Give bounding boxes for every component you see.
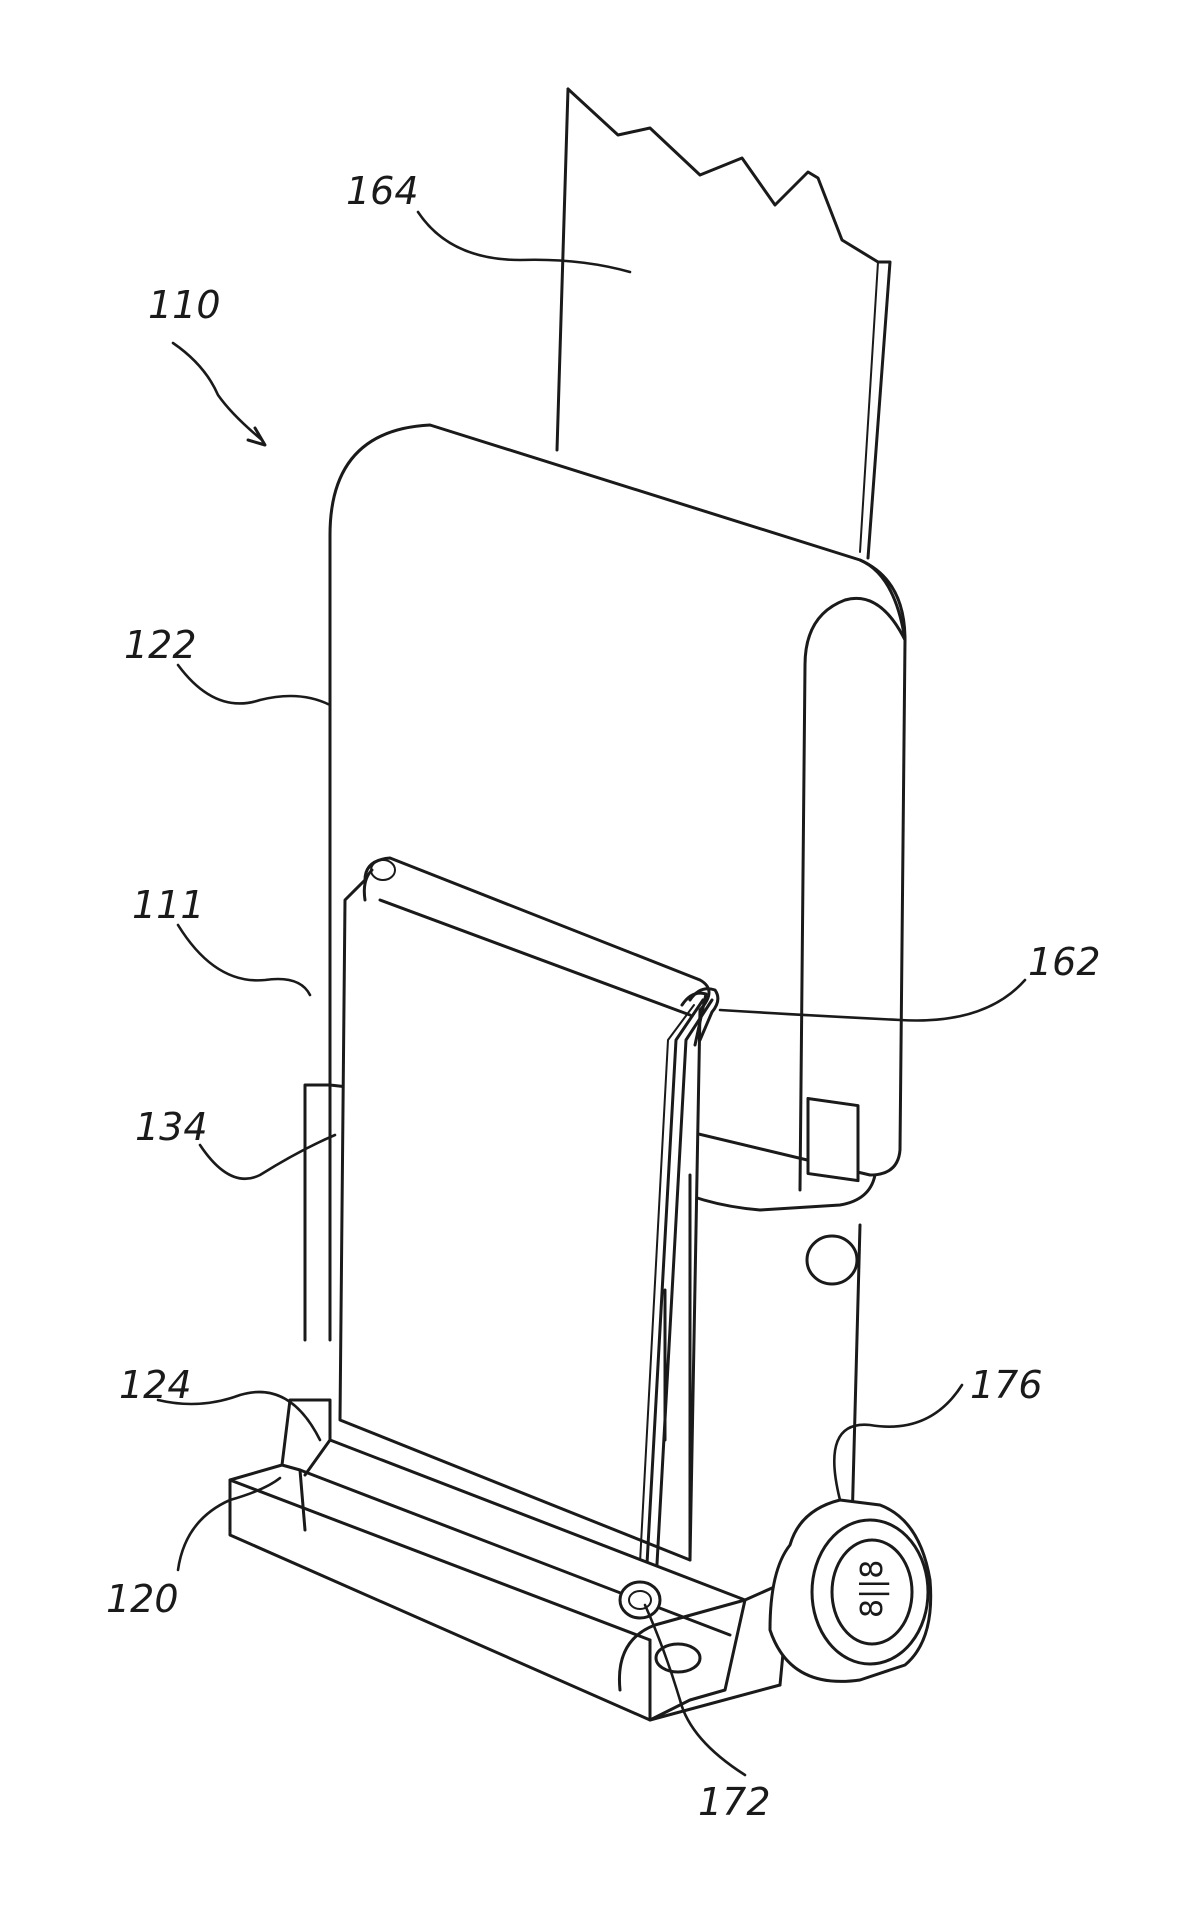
ref-122: 122 (124, 623, 197, 667)
connector-172 (620, 1582, 660, 1618)
svg-text:8||8: 8||8 (855, 1560, 890, 1618)
ref-134: 134 (135, 1105, 208, 1149)
square-button (808, 1099, 858, 1181)
ref-162: 162 (1028, 940, 1101, 984)
small-knob (807, 1236, 857, 1284)
insert-panel (340, 858, 718, 1560)
ref-120: 120 (106, 1577, 179, 1621)
cap-176: 8||8 (770, 1500, 931, 1681)
ref-110: 110 (148, 283, 221, 327)
ref-124: 124 (119, 1363, 192, 1407)
ref-164: 164 (346, 169, 419, 213)
ref-176: 176 (970, 1363, 1043, 1407)
arrow-110 (173, 343, 265, 445)
ref-172: 172 (698, 1780, 771, 1824)
ref-111: 111 (132, 883, 205, 927)
